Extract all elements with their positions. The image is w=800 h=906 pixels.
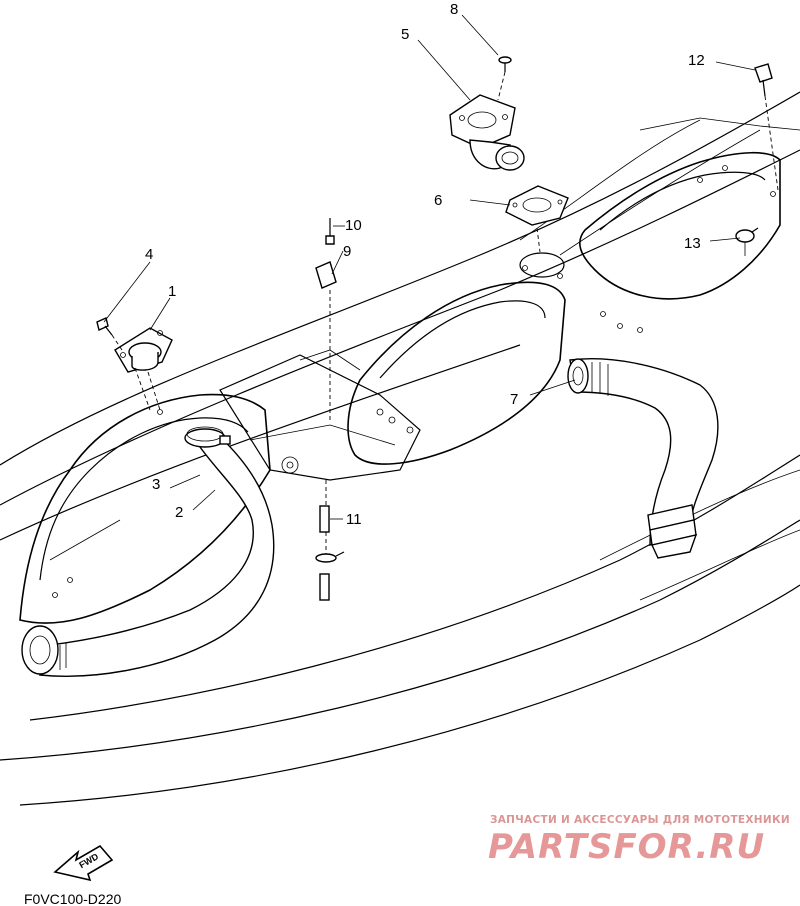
bracket-9 (315, 261, 337, 289)
callout-11: 11 (346, 511, 362, 528)
inlet-flange-1 (114, 327, 173, 411)
gasket-6 (505, 185, 569, 253)
callout-9: 9 (343, 243, 351, 260)
screw-4 (96, 317, 123, 351)
callout-8: 8 (450, 1, 458, 18)
callout-3: 3 (152, 476, 160, 493)
fwd-arrow: FWD (53, 844, 114, 882)
clip-13 (735, 227, 759, 256)
callout-labels: 1 2 3 4 5 6 7 8 9 10 11 12 13 (145, 1, 705, 528)
pipe-11 (315, 480, 345, 601)
elbow-outlet-5 (449, 94, 525, 171)
hull-outline (0, 91, 800, 806)
watermark-tagline: ЗАПЧАСТИ И АКСЕССУАРЫ ДЛЯ МОТОТЕХНИКИ (490, 814, 790, 826)
leader-lines (103, 14, 756, 520)
callout-10: 10 (345, 217, 362, 234)
front-hose-2 (21, 431, 275, 677)
callout-4: 4 (145, 246, 153, 263)
screw-8 (497, 56, 512, 101)
rear-hose-7 (567, 358, 719, 559)
watermark: ЗАПЧАСТИ И АКСЕССУАРЫ ДЛЯ МОТОТЕХНИКИ PA… (488, 814, 790, 867)
callout-1: 1 (168, 283, 176, 300)
callout-13: 13 (684, 235, 701, 252)
callout-6: 6 (434, 192, 442, 209)
callout-12: 12 (688, 52, 705, 69)
watermark-brand: PARTSFOR.RU (488, 827, 765, 867)
fwd-label: FWD (77, 851, 100, 870)
hose-clamp-3 (184, 426, 231, 448)
callout-7: 7 (510, 391, 518, 408)
callout-2: 2 (175, 504, 183, 521)
diagram-code: F0VC100-D220 (24, 891, 121, 906)
deck-frame (19, 151, 781, 624)
bolt-12 (754, 63, 779, 191)
rivet-10 (325, 218, 335, 420)
callout-5: 5 (401, 26, 409, 43)
